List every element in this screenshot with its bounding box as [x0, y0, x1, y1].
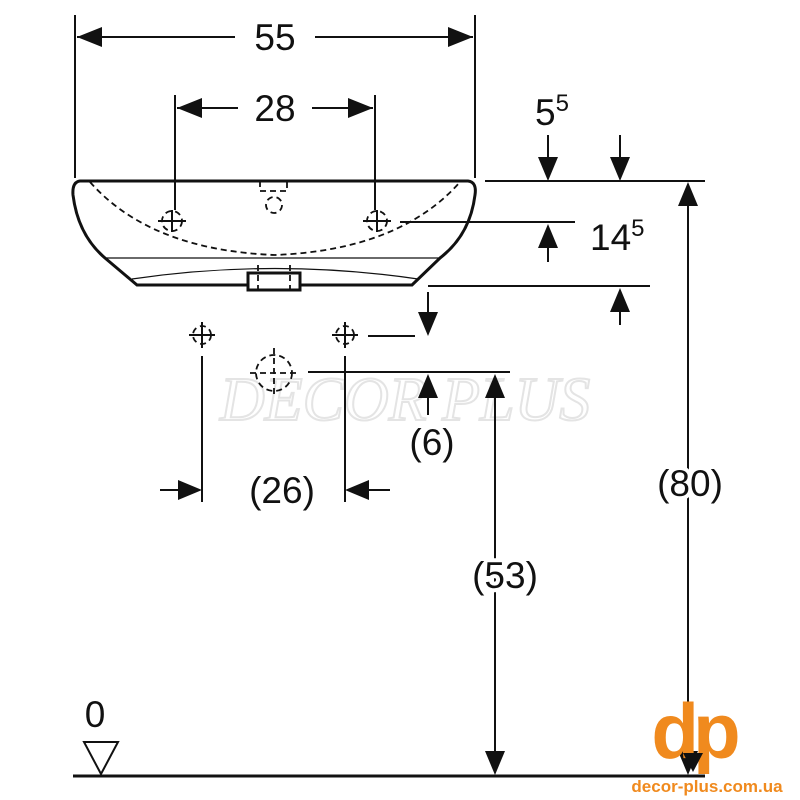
logo-url: decor-plus.com.ua: [631, 777, 783, 796]
waste-outlet: [250, 348, 298, 397]
supply-left: [189, 322, 215, 502]
dimension-rim-offset: 55: [485, 90, 705, 182]
label-53: (53): [472, 555, 538, 596]
decor-plus-logo: dp decor-plus.com.ua: [631, 687, 783, 796]
label-14-5: 145: [590, 215, 645, 258]
label-28: 28: [254, 88, 295, 129]
dimension-supply-offset: (6): [308, 285, 650, 463]
tap-hole-left: [158, 210, 186, 232]
dimension-supply-spacing: (26): [160, 470, 390, 511]
label-0: 0: [85, 694, 106, 735]
dimension-supply-height: (53): [468, 374, 542, 775]
floor-reference: 0: [73, 694, 705, 778]
label-80: (80): [657, 463, 723, 504]
dimension-tap-hole-depth: 145: [400, 215, 645, 262]
dimension-overall-width: 55: [74, 15, 476, 178]
watermark: DECOR PLUS: [219, 366, 590, 434]
dimension-tap-hole-spacing: 28: [174, 88, 376, 210]
label-55: 55: [254, 17, 295, 58]
basin-outline: [71, 179, 477, 292]
label-5-5: 55: [535, 90, 569, 133]
label-6: (6): [409, 422, 454, 463]
supply-right: [332, 322, 358, 502]
dimension-rim-height: (80): [653, 182, 727, 775]
tap-hole-right: [363, 210, 391, 232]
label-26: (26): [249, 470, 315, 511]
